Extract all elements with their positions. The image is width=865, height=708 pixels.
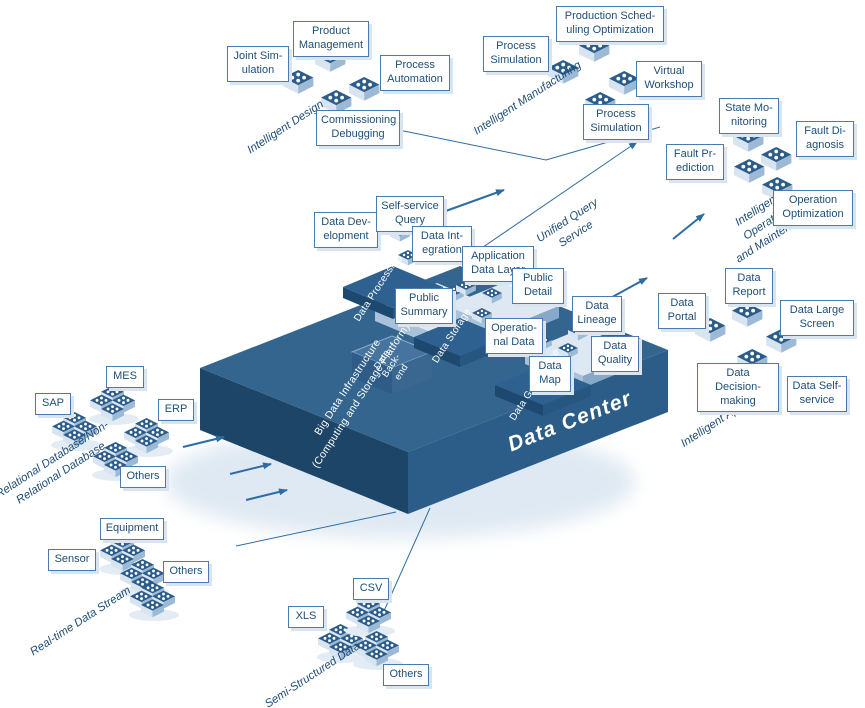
- label-sensor: Sensor: [48, 549, 96, 571]
- data-backend-block: [350, 335, 434, 394]
- label-csv: CSV: [353, 578, 389, 600]
- label-operation-optimization: Operation Optimization: [773, 190, 853, 226]
- governance-dark-left: [495, 385, 543, 416]
- label-data-development: Data Dev-elopment: [314, 212, 378, 248]
- governance-dark-right: [543, 385, 591, 416]
- platform-right-face: [408, 350, 668, 514]
- label-production-scheduling-optimization: Production Sched-uling Optimization: [556, 6, 664, 42]
- backend-left-face: [352, 352, 392, 394]
- label-public-summary: Public Summary: [395, 288, 453, 324]
- label-process-simulation-bottom: Process Simulation: [583, 104, 649, 140]
- label-equipment: Equipment: [100, 518, 164, 540]
- arrow-to-operation-maintenance: [672, 213, 705, 240]
- label-process-automation: Process Automation: [380, 55, 450, 91]
- label-relational-others: Others: [120, 466, 166, 488]
- cube-icon: [734, 159, 765, 183]
- label-data-lineage: Data Lineage: [572, 296, 622, 332]
- label-mes: MES: [106, 366, 144, 388]
- arrow-to-manufacturing: [442, 189, 505, 213]
- label-erp: ERP: [158, 399, 194, 421]
- arrow-unified-query: [466, 141, 638, 259]
- label-virtual-workshop: Virtual Workshop: [636, 61, 702, 97]
- arrow-ingest-2: [229, 462, 272, 475]
- label-public-detail: Public Detail: [512, 268, 564, 304]
- backend-right-face: [392, 352, 432, 394]
- arrow-ingest-3: [245, 488, 288, 501]
- cube-cluster-icon: [123, 418, 173, 457]
- storage-dark-left: [414, 337, 460, 367]
- label-data-quality: Data Quality: [591, 336, 639, 372]
- label-realtime-others: Others: [163, 561, 209, 583]
- label-semi-others: Others: [383, 664, 429, 686]
- label-product-management: Product Management: [293, 21, 369, 57]
- label-data-self-service: Data Self-service: [787, 376, 847, 412]
- processing-dark-left: [343, 287, 393, 319]
- cube-icon: [761, 147, 792, 171]
- label-data-portal: Data Portal: [658, 293, 706, 329]
- label-fault-prediction: Fault Pr-ediction: [666, 144, 724, 180]
- label-fault-diagnosis: Fault Di-agnosis: [796, 121, 854, 157]
- label-data-map: Data Map: [529, 356, 571, 392]
- cube-icon: [609, 71, 640, 95]
- line-realtime-to-platform: [235, 511, 397, 547]
- label-joint-simulation: Joint Sim-ulation: [227, 46, 289, 82]
- arrow-ingest-1: [182, 435, 225, 448]
- label-commissioning-debugging: Commissioning Debugging: [316, 110, 400, 146]
- label-process-simulation-top: Process Simulation: [483, 36, 549, 72]
- label-state-monitoring: State Mo-nitoring: [719, 98, 779, 134]
- label-data-report: Data Report: [725, 268, 773, 304]
- label-operational-data: Operatio-nal Data: [485, 318, 543, 354]
- label-xls: XLS: [288, 606, 324, 628]
- label-self-service-query: Self-service Query: [376, 196, 444, 232]
- label-data-large-screen: Data Large Screen: [780, 300, 854, 336]
- cube-icon: [579, 38, 610, 62]
- platform-left-face: [200, 368, 408, 514]
- storage-dark-top: [414, 318, 506, 356]
- label-sap: SAP: [35, 393, 71, 415]
- label-data-decision-making: Data Decision-making: [697, 363, 779, 413]
- cube-icon: [732, 303, 763, 327]
- cube-cluster-icon: [89, 386, 139, 425]
- cube-icon: [349, 77, 380, 101]
